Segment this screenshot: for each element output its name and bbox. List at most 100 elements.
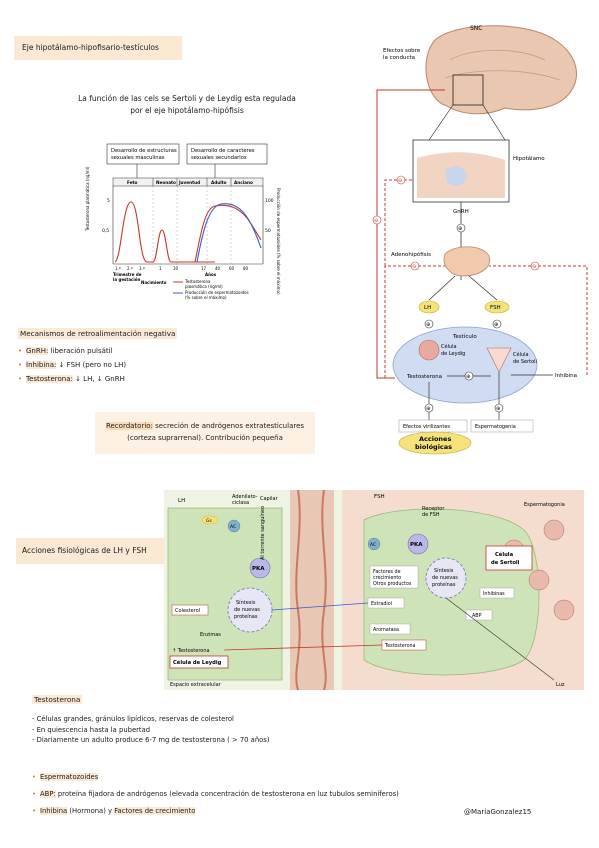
testosterona-title: Testosterona	[32, 695, 83, 704]
minus-hipofisis-fsh: ⊖	[532, 264, 536, 270]
bf-factores-a: Factores de	[373, 569, 401, 575]
x-tick-8: 60	[229, 266, 235, 271]
bf-celula-sertoli-b: de Sertoli	[491, 560, 520, 566]
bf-receptor-a: Receptor	[422, 506, 445, 512]
legend-testosterona-a: Testosterona	[184, 279, 211, 284]
section-title: Eje hipotálamo-hipofisario-testículos	[14, 36, 182, 60]
legend-esperma-a: Producción de espermatozoides	[185, 290, 249, 295]
bf-sintesis-a-right: Síntesis	[434, 567, 454, 574]
bf-factores-b: crecimiento	[373, 575, 401, 581]
bf-colesterol: Colesterol	[175, 608, 200, 614]
phase-adulto: Adulto	[211, 180, 227, 185]
espermatogenia: Espermatogenia	[475, 424, 516, 430]
bf-espacio: Espacio extracelular	[170, 682, 222, 688]
bf-celula-sertoli-a: Célula	[495, 551, 514, 558]
bf-testosterona-up: ↑ Testosterona	[172, 648, 210, 654]
sertoli-label-b: de Sertoli	[513, 359, 537, 365]
x-tick-4: 1	[159, 266, 162, 271]
bf-espermatogonia: Espermatogonia	[524, 502, 565, 508]
x-label-gestacion: la gestación	[113, 277, 141, 282]
x-tick-1: 1.º	[115, 266, 121, 271]
bf-inhibinas: Inhibinas	[483, 591, 505, 597]
legend-testosterona-b: plasmática (ng/ml)	[185, 284, 223, 289]
acciones-a: Acciones	[419, 435, 451, 443]
legend-esperma-b: (% sobre el máximo)	[185, 295, 227, 300]
bf-ac-left: AC	[230, 524, 236, 530]
bf-sintesis-b-left: de nuevas	[234, 607, 260, 613]
phase-anciano: Anciano	[234, 180, 253, 185]
bottom-bullets: •Espermatozoides •ABP: proteína fijadora…	[32, 770, 399, 818]
mech-item: •GnRH: liberación pulsátil	[18, 347, 113, 355]
list-item: •Espermatozoides	[32, 773, 99, 781]
plus-espermatogenia: ⊕	[496, 406, 500, 412]
bf-ac-right: AC	[370, 542, 376, 548]
bf-receptor-b: de FSH	[422, 512, 440, 518]
x-label-anos: Años	[205, 272, 217, 277]
bf-aromatasa: Aromatasa	[373, 627, 399, 633]
bf-pka-right: PKA	[410, 542, 423, 548]
x-tick-3: 3.º	[139, 266, 145, 271]
phase-neonato: Neonato	[156, 180, 176, 185]
acciones-b: biológicas	[415, 443, 452, 451]
testosterona-list: - Células grandes, gránulos lipídicos, r…	[32, 714, 269, 746]
fig-top-box1-a: Desarrollo de estructuras	[111, 148, 177, 154]
plus-fsh: ⊕	[494, 322, 498, 328]
hipotalamo-label: Hipotálamo	[513, 155, 545, 162]
y-right-tick-100: 100	[265, 198, 274, 204]
mech-item: •Testosterona: ↓ LH, ↓ GnRH	[18, 375, 125, 383]
fsh-label: FSH	[490, 305, 501, 311]
mech-title: Mecanismos de retroalimentación negativa	[18, 328, 178, 339]
leydig-label-b: de Leydig	[441, 351, 465, 357]
lh-label: LH	[424, 305, 431, 311]
bf-torrente: Al torrente sanguíneo	[259, 506, 266, 560]
bf-luz: Luz	[556, 682, 565, 688]
bf-fsh: FSH	[374, 494, 385, 500]
bf-testosterona: Testosterona	[384, 643, 416, 649]
recordatorio-text-1: secreción de andrógenos extratesticulare…	[152, 422, 305, 430]
mech-list: •GnRH: liberación pulsátil •Inhibina: ↓ …	[18, 344, 126, 386]
testosterone-life-figure: Desarrollo de estructuras sexuales mascu…	[85, 143, 281, 300]
intro-line-1: La función de las cels se Sertoli y de L…	[78, 94, 296, 103]
bf-pka-left: PKA	[252, 566, 265, 572]
efectos-conducta-a: Efectos sobre	[383, 48, 421, 54]
inhibina-label: Inhibina	[555, 373, 577, 379]
phase-juventud: Juventud	[178, 180, 200, 185]
bf-estradiol: Estradiol	[371, 601, 392, 607]
x-tick-9: 80	[243, 266, 249, 271]
fig-top-box2-b: sexuales secundarios	[191, 155, 247, 161]
list-item: - En quiescencia hasta la pubertad	[32, 725, 151, 734]
bf-adenilato-a: Adenilato-	[232, 494, 258, 500]
mech-item: •Inhibina: ↓ FSH (pero no LH)	[18, 361, 127, 369]
fig-top-box1-b: sexuales masculinas	[111, 155, 165, 161]
list-item: - Células grandes, gránulos lipídicos, r…	[32, 715, 234, 723]
plus-testo-sertoli: ⊕	[466, 374, 470, 380]
recordatorio-key: Recordatorio:	[105, 422, 153, 430]
x-label-trimestre: Trimestre de	[113, 272, 142, 277]
plus-lh: ⊕	[426, 322, 430, 328]
minus-conducta: ⊖	[374, 218, 378, 224]
lh-fsh-actions-figure: LH Adenilato- ciclasa Gs AC PKA Síntesis…	[164, 490, 584, 690]
recordatorio-box: Recordatorio: secreción de andrógenos ex…	[95, 412, 315, 454]
minus-hipofisis-lh: ⊖	[412, 264, 416, 270]
efectos-conducta-b: la conducta	[383, 55, 415, 61]
list-item: - Diariamente un adulto produce 6-7 mg d…	[32, 736, 270, 744]
bf-abp: ABP	[472, 613, 482, 619]
phase-feto: Feto	[127, 180, 138, 185]
efectos-virilizantes: Efectos virilizantes	[403, 424, 450, 430]
fig-top-box2-a: Desarrollo de caracteres	[191, 148, 255, 154]
x-tick-6: 17	[201, 266, 207, 271]
leydig-label-a: Célula	[441, 343, 457, 350]
intro-text: La función de las cels se Sertoli y de L…	[52, 93, 322, 117]
intro-line-2: por el eje hipotálamo-hipófisis	[130, 106, 244, 115]
testiculo-label: Testículo	[452, 333, 477, 340]
bf-capilar: Capilar	[260, 496, 279, 502]
testosterona-label: Testosterona	[406, 374, 442, 380]
snc-label: SNC	[470, 25, 483, 32]
bf-sintesis-a-left: Síntesis	[236, 599, 256, 606]
list-item: •Inhibina (Hormona) y Factores de crecim…	[32, 807, 196, 815]
bf-lh: LH	[178, 498, 185, 504]
x-tick-5: 10	[173, 266, 179, 271]
y-right-tick-50: 50	[265, 228, 271, 234]
bf-sintesis-b-right: de nuevas	[432, 575, 458, 581]
y-left-tick-5: 5	[107, 198, 110, 204]
